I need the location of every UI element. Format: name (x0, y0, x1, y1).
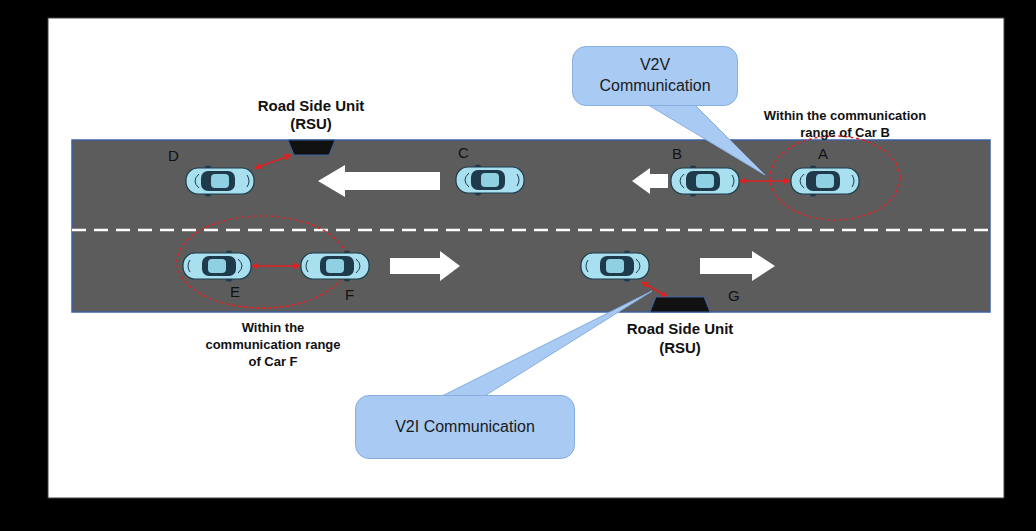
car-letter: E (230, 283, 240, 300)
car-shape (300, 250, 370, 282)
car-shape (580, 250, 650, 282)
lane-divider (72, 229, 990, 232)
car-shape (182, 250, 252, 282)
car-letter: A (818, 145, 828, 162)
car-icon: G (580, 250, 650, 282)
car-shape (790, 165, 860, 197)
car-shape (455, 164, 525, 196)
communication-link (255, 155, 291, 168)
car-icon: B (670, 165, 740, 197)
direction-arrow (632, 168, 668, 194)
direction-arrow (700, 251, 775, 281)
car-icon: E (182, 250, 252, 282)
car-icon: A (790, 165, 860, 197)
road-side-unit: Road Side Unit (RSU) (650, 297, 710, 312)
direction-arrow (390, 251, 460, 281)
callout-tail (430, 291, 652, 402)
car-icon: D (185, 165, 255, 197)
rsu-shape (650, 297, 710, 312)
speech-callout: V2I Communication (355, 395, 575, 459)
car-letter: G (728, 287, 740, 304)
direction-arrow (318, 165, 440, 197)
white-panel (48, 18, 1004, 498)
car-shape (670, 165, 740, 197)
callout-text: V2I Communication (395, 417, 535, 438)
callout-text: V2V Communication (585, 55, 725, 97)
range-circle (770, 136, 900, 220)
car-letter: C (458, 144, 469, 161)
car-icon: C (455, 164, 525, 196)
range-note: Within the communication range of Car B (760, 108, 930, 142)
car-letter: D (168, 147, 179, 164)
speech-callout: V2V Communication (572, 46, 738, 106)
range-note: Within the communication range of Car F (198, 320, 348, 371)
road (72, 140, 990, 312)
communication-link (642, 282, 667, 297)
communication-link (252, 265, 300, 267)
unit-label: Road Side Unit (RSU) (248, 97, 374, 135)
rsu-shape (288, 140, 335, 155)
communication-link (740, 180, 790, 182)
car-letter: B (672, 145, 682, 162)
road-side-unit: Road Side Unit (RSU) (288, 140, 335, 155)
callout-tail (640, 100, 765, 175)
car-letter: F (345, 286, 354, 303)
car-icon: F (300, 250, 370, 282)
unit-label: Road Side Unit (RSU) (617, 320, 743, 358)
car-shape (185, 165, 255, 197)
